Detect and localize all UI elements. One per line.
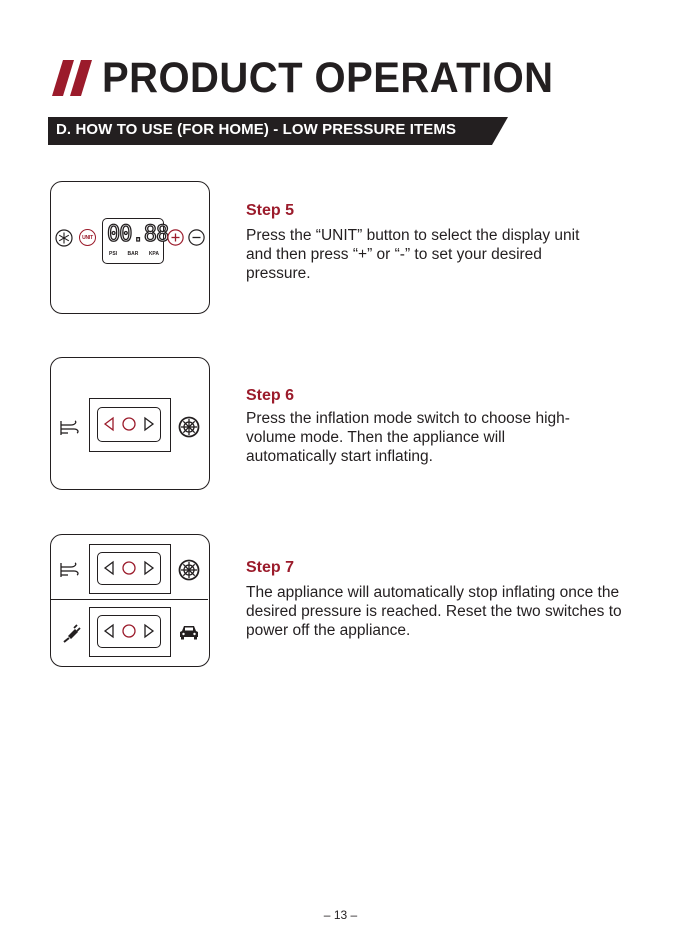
mode-switch-frame <box>89 398 171 452</box>
lcd-digits: 00.88 <box>106 221 170 247</box>
tire-icon <box>178 559 200 581</box>
step-5-text: Press the “UNIT” button to select the di… <box>246 227 580 282</box>
mode-switch-rocker <box>97 407 161 442</box>
step-7-text: The appliance will automatically stop in… <box>246 584 622 639</box>
mode-switch-illustration <box>50 357 210 490</box>
minus-icon <box>188 229 205 246</box>
unit-button-icon: UNIT <box>79 229 96 246</box>
display-panel-illustration: UNIT 00.88 PSI BAR KPA <box>50 181 210 314</box>
snowflake-icon <box>55 229 73 247</box>
lcd-display: 00.88 PSI BAR KPA <box>102 218 170 264</box>
page-title-block: PRODUCT OPERATION <box>52 52 588 104</box>
mode-switch-rocker <box>97 552 161 585</box>
switch-arrows-icon <box>103 560 155 576</box>
lcd-units: PSI BAR KPA <box>109 251 159 257</box>
mode-switch-frame <box>89 544 171 594</box>
tire-icon <box>178 416 200 438</box>
power-switch-rocker <box>97 615 161 648</box>
dual-switch-illustration <box>50 534 210 667</box>
unit-bar: BAR <box>127 251 139 257</box>
switch-arrows-icon <box>103 416 155 432</box>
page-number: 13 <box>333 908 348 922</box>
step-5-title: Step 5 <box>246 202 295 219</box>
section-banner-label: D. HOW TO USE (FOR HOME) - LOW PRESSURE … <box>56 121 457 138</box>
airflow-nozzle-icon <box>60 562 79 577</box>
power-plug-icon <box>63 624 81 643</box>
page-title: PRODUCT OPERATION <box>102 53 554 102</box>
double-slash-icon <box>52 60 92 96</box>
plus-icon <box>167 229 184 246</box>
unit-kpa: KPA <box>148 251 159 257</box>
page-number-block: – 13 – <box>0 908 681 922</box>
step-6-text: Press the inflation mode switch to choos… <box>246 410 570 465</box>
switch-arrows-icon <box>103 623 155 639</box>
step-7-title: Step 7 <box>246 559 295 576</box>
panel-divider <box>51 599 208 600</box>
power-switch-frame <box>89 607 171 657</box>
page-number-dash-right: – <box>347 908 358 922</box>
car-icon <box>180 626 198 640</box>
unit-button-label: UNIT <box>82 234 93 241</box>
page-number-dash-left: – <box>323 908 334 922</box>
airflow-nozzle-icon <box>60 420 79 435</box>
step-6-title: Step 6 <box>246 387 295 404</box>
section-banner: D. HOW TO USE (FOR HOME) - LOW PRESSURE … <box>48 117 508 145</box>
unit-psi: PSI <box>109 251 118 257</box>
